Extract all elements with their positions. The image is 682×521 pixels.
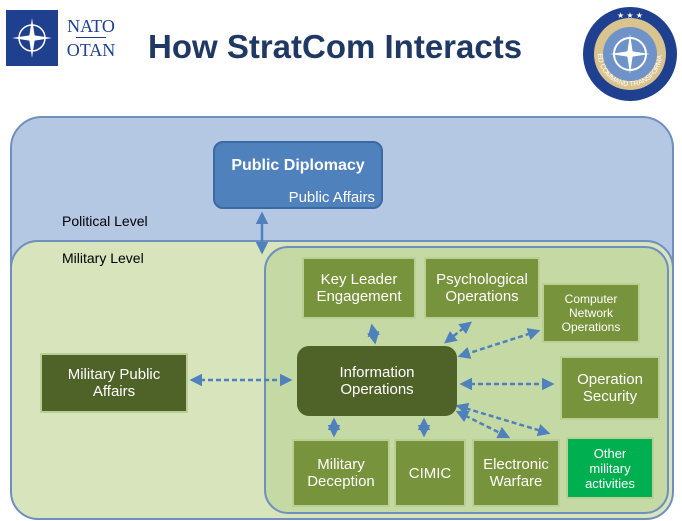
- arrow-kle-io: [367, 323, 380, 345]
- computer-network-operations-box: Computer Network Operations: [542, 283, 640, 343]
- political-level-label: Political Level: [62, 213, 148, 229]
- psychological-operations-box: Psychological Operations: [424, 257, 540, 319]
- psychological-operations-label: Psychological Operations: [436, 271, 528, 305]
- public-diplomacy-box: Public Diplomacy Public Affairs: [213, 141, 383, 209]
- electronic-warfare-label: Electronic Warfare: [483, 456, 549, 490]
- cimic-label: CIMIC: [408, 464, 452, 482]
- military-public-affairs-label: Military Public Affairs: [67, 366, 161, 400]
- other-military-activities-box: Other military activities: [566, 437, 654, 499]
- information-operations-label: Information Operations: [339, 364, 415, 398]
- key-leader-engagement-label: Key Leader Engagement: [316, 271, 402, 305]
- military-deception-label: Military Deception: [307, 456, 375, 490]
- operation-security-label: Operation Security: [577, 371, 643, 405]
- nato-label: NATO: [67, 16, 115, 36]
- nato-logo: NATO OTAN: [6, 10, 120, 66]
- key-leader-engagement-box: Key Leader Engagement: [302, 257, 416, 319]
- public-affairs-label: Public Affairs: [288, 189, 375, 206]
- arrow-psyops-io: [444, 321, 472, 344]
- electronic-warfare-box: Electronic Warfare: [472, 439, 560, 507]
- arrow-other-io: [455, 402, 551, 437]
- act-seal-icon: ★ ★ ★ ALLIED COMMAND TRANSFORMATION: [577, 0, 680, 104]
- cimic-box: CIMIC: [394, 439, 466, 507]
- page-title: How StratCom Interacts: [148, 28, 523, 65]
- divider: [76, 37, 106, 38]
- other-military-activities-label: Other military activities: [585, 445, 635, 491]
- military-level-label: Military Level: [62, 250, 144, 266]
- arrow-ew-io: [455, 410, 511, 439]
- information-operations-box: Information Operations: [297, 346, 457, 416]
- public-diplomacy-label: Public Diplomacy: [231, 157, 365, 174]
- computer-network-operations-label: Computer Network Operations: [561, 292, 621, 334]
- nato-compass-icon: [6, 10, 58, 66]
- operation-security-box: Operation Security: [560, 356, 660, 420]
- military-public-affairs-box: Military Public Affairs: [40, 353, 188, 413]
- arrow-cno-io: [457, 328, 541, 359]
- otan-label: OTAN: [66, 40, 116, 60]
- military-deception-box: Military Deception: [292, 439, 390, 507]
- svg-text:★ ★ ★: ★ ★ ★: [617, 11, 643, 20]
